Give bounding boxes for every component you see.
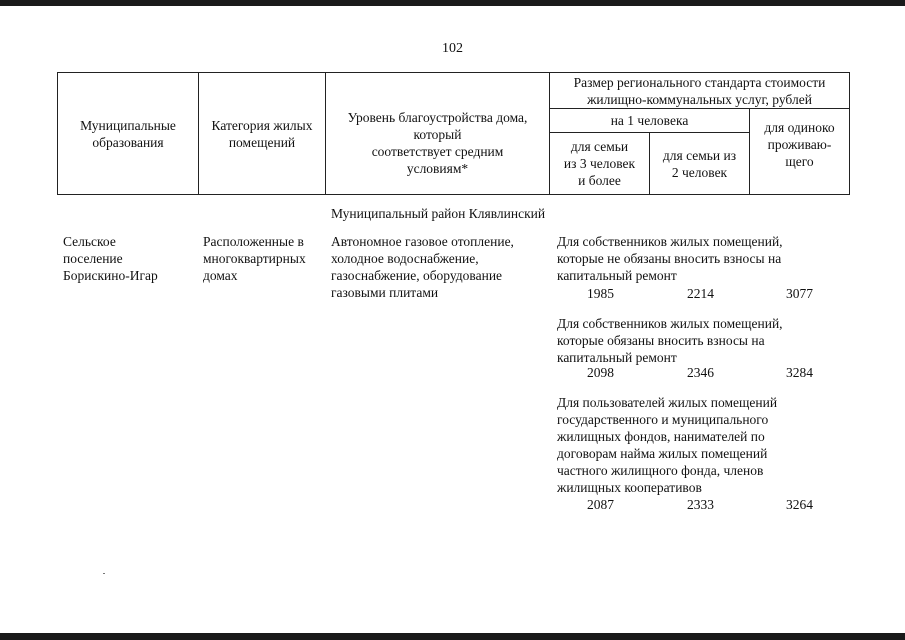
table-col-divider bbox=[325, 72, 326, 195]
scan-edge-top bbox=[0, 0, 905, 6]
group-label: Для собственников жилых помещений, котор… bbox=[557, 234, 783, 283]
row-municipality: Сельское поселение Борискино-Игар bbox=[63, 234, 158, 283]
header-standard-size: Размер регионального стандарта стоимости… bbox=[573, 74, 826, 107]
table-border-top bbox=[57, 72, 849, 73]
header-single: для одиноко проживаю- щего bbox=[764, 120, 835, 169]
scan-speck bbox=[103, 573, 105, 574]
table-col-divider bbox=[549, 72, 550, 195]
table-col-divider bbox=[749, 108, 750, 195]
table-border-left bbox=[57, 72, 58, 195]
value-family3: 2098 bbox=[587, 365, 614, 380]
value-family3: 2087 bbox=[587, 497, 614, 512]
table-line-standard bbox=[549, 108, 849, 109]
header-family3: для семьи из 3 человек и более bbox=[563, 139, 636, 188]
value-family2: 2346 bbox=[687, 365, 714, 380]
table-border-bottom bbox=[57, 194, 849, 195]
value-family2: 2214 bbox=[687, 286, 714, 301]
value-single: 3264 bbox=[786, 497, 813, 512]
value-family2: 2333 bbox=[687, 497, 714, 512]
value-single: 3077 bbox=[786, 286, 813, 301]
header-amenity-level: Уровень благоустройства дома, который со… bbox=[347, 109, 528, 176]
district-title: Муниципальный район Клявлинский bbox=[331, 206, 546, 221]
header-municipality: Муниципальные образования bbox=[80, 117, 176, 150]
scan-edge-bottom bbox=[0, 633, 905, 640]
row-amenity: Автономное газовое отопление, холодное в… bbox=[331, 234, 514, 300]
header-per-person: на 1 человека bbox=[610, 113, 689, 128]
table-col-divider bbox=[649, 132, 650, 195]
row-category: Расположенные в многоквартирных домах bbox=[203, 234, 306, 283]
header-category: Категория жилых помещений bbox=[211, 117, 313, 150]
value-family3: 1985 bbox=[587, 286, 614, 301]
header-family2: для семьи из 2 человек bbox=[662, 147, 737, 180]
table-col-divider bbox=[198, 72, 199, 195]
group-label: Для собственников жилых помещений, котор… bbox=[557, 316, 783, 365]
group-label: Для пользователей жилых помещений госуда… bbox=[557, 395, 778, 495]
page-number: 102 bbox=[442, 41, 463, 56]
table-border-right bbox=[849, 72, 850, 195]
value-single: 3284 bbox=[786, 365, 813, 380]
